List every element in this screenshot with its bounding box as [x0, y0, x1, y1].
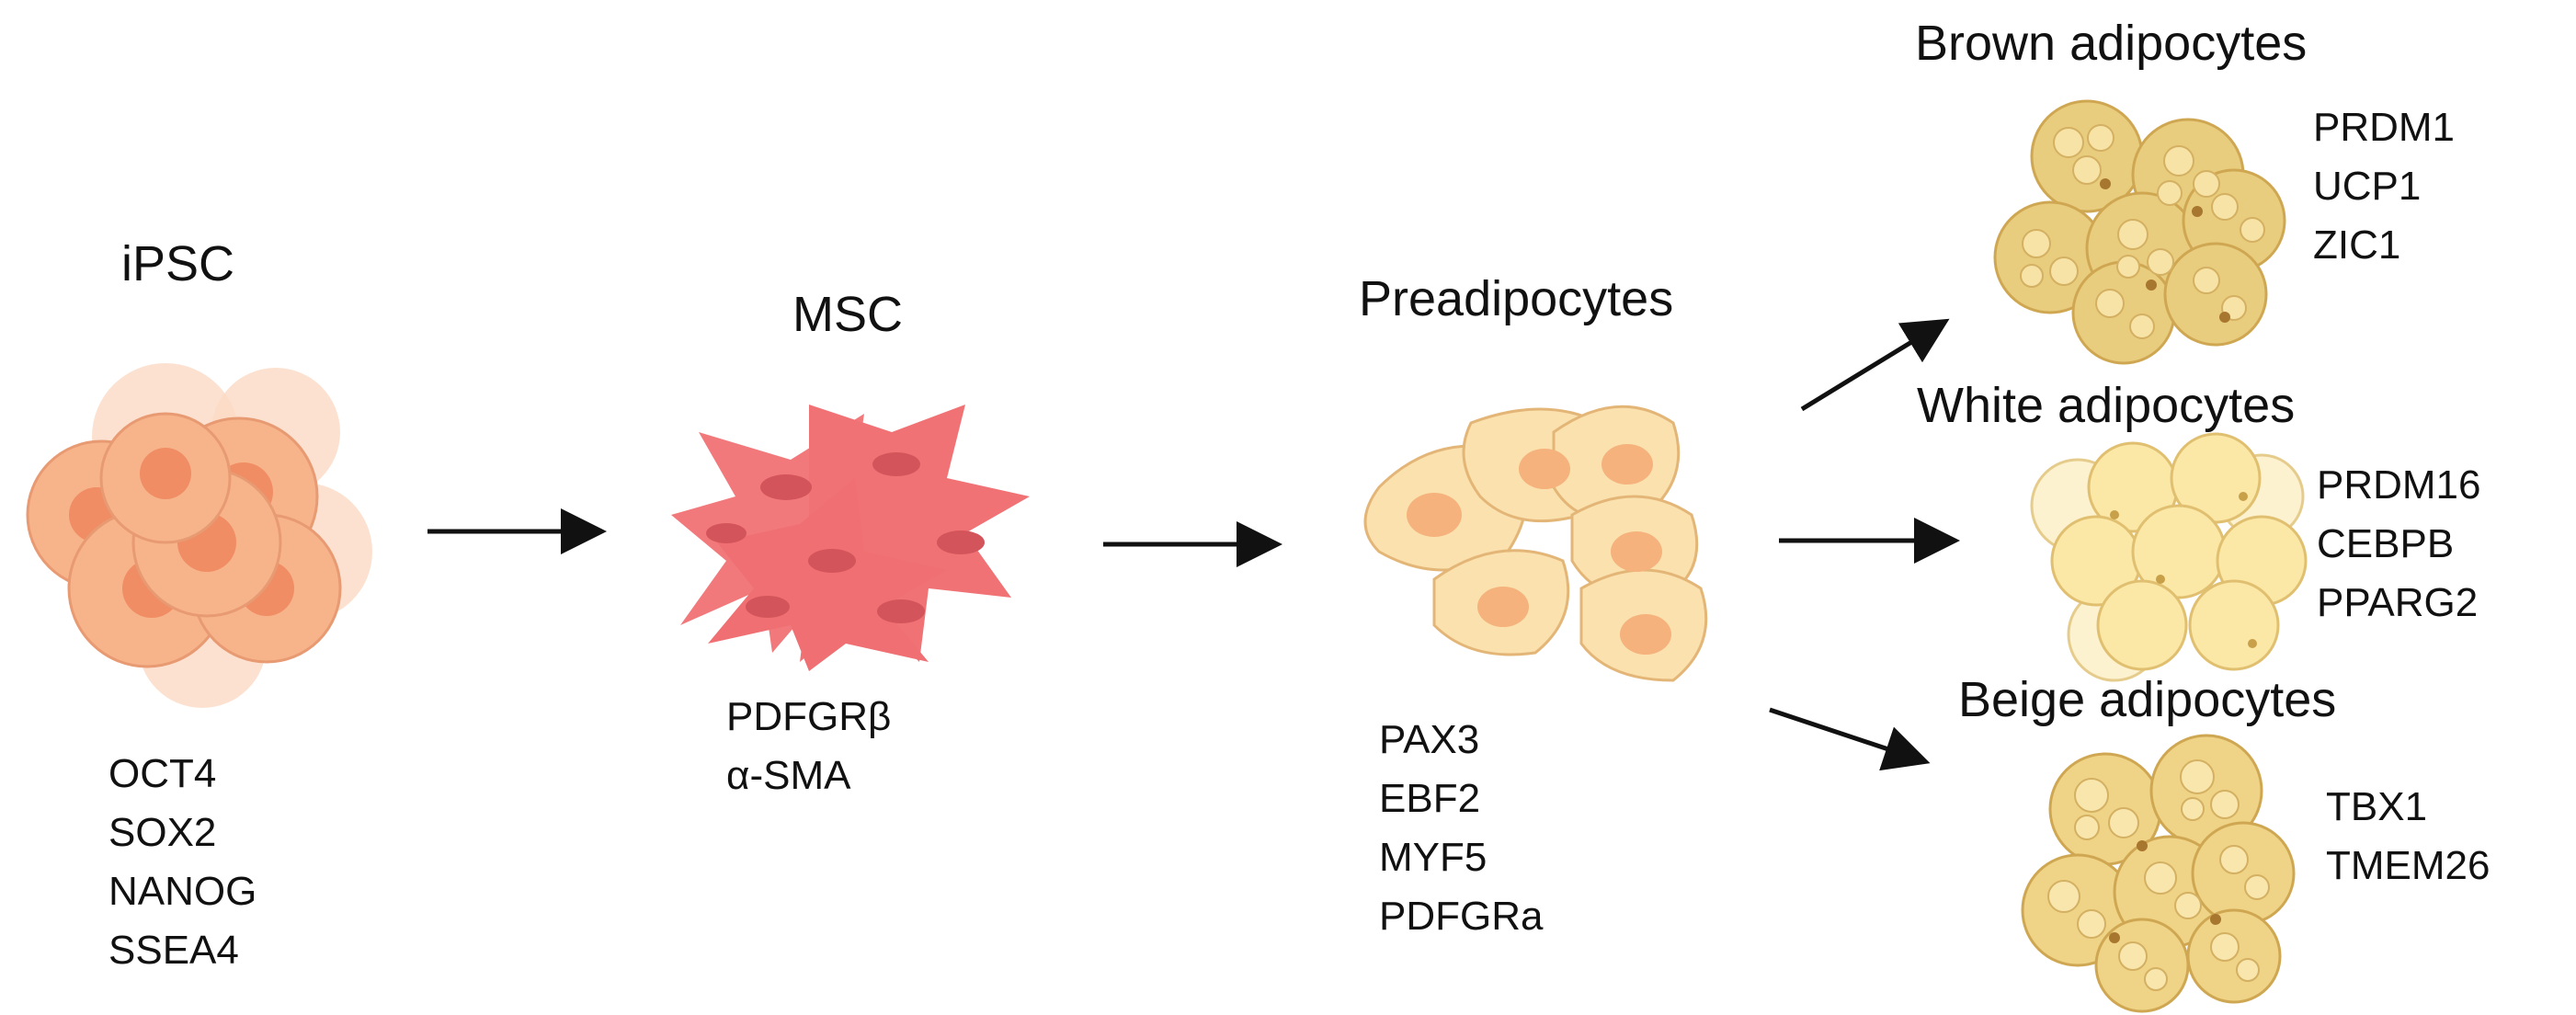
marker-item: EBF2 [1379, 776, 1481, 821]
marker-item: OCT4 [108, 751, 217, 796]
ipsc-marker-list: OCT4 SOX2 NANOG SSEA4 [108, 745, 256, 980]
preadipocytes-title: Preadipocytes [1359, 271, 1674, 326]
beige-adipocyte-cluster [2021, 734, 2296, 1013]
brown-adipocytes-title: Brown adipocytes [1915, 16, 2308, 71]
marker-item: UCP1 [2313, 164, 2422, 209]
beige-marker-list: TBX1 TMEM26 [2326, 778, 2490, 895]
marker-item: PDFGRa [1379, 894, 1544, 939]
marker-item: PDFGRβ [726, 694, 892, 739]
msc-marker-list: PDFGRβ α-SMA [726, 688, 891, 805]
marker-item: PRDM16 [2317, 462, 2481, 508]
marker-item: CEBPB [2317, 521, 2455, 566]
marker-item: ZIC1 [2313, 222, 2401, 268]
msc-title: MSC [792, 287, 903, 342]
brown-adipocyte-cluster [1993, 99, 2286, 365]
brown-marker-list: PRDM1 UCP1 ZIC1 [2313, 98, 2455, 275]
flow-arrows [427, 318, 1960, 771]
arrow-to-brown [1800, 318, 1950, 412]
preadipocyte-cell-cluster [1363, 405, 1708, 682]
marker-item: TMEM26 [2326, 843, 2491, 888]
marker-item: TBX1 [2326, 784, 2428, 829]
marker-item: MYF5 [1379, 835, 1487, 880]
white-adipocytes-title: White adipocytes [1917, 378, 2296, 433]
white-marker-list: PRDM16 CEBPB PPARG2 [2317, 456, 2481, 633]
marker-item: PRDM1 [2313, 105, 2456, 150]
arrow-to-beige [1769, 707, 1931, 771]
preadipocytes-marker-list: PAX3 EBF2 MYF5 PDFGRa [1379, 711, 1543, 946]
marker-item: PPARG2 [2317, 580, 2479, 625]
white-adipocyte-cluster [2030, 432, 2308, 682]
marker-item: PAX3 [1379, 717, 1480, 762]
marker-item: SSEA4 [108, 928, 239, 973]
msc-cell-cluster [671, 405, 1030, 671]
ipsc-title: iPSC [121, 236, 235, 291]
ipsc-cell-cluster [26, 363, 372, 708]
marker-item: SOX2 [108, 810, 217, 855]
beige-adipocytes-title: Beige adipocytes [1958, 672, 2337, 727]
marker-item: α-SMA [726, 753, 851, 798]
marker-item: NANOG [108, 869, 257, 914]
